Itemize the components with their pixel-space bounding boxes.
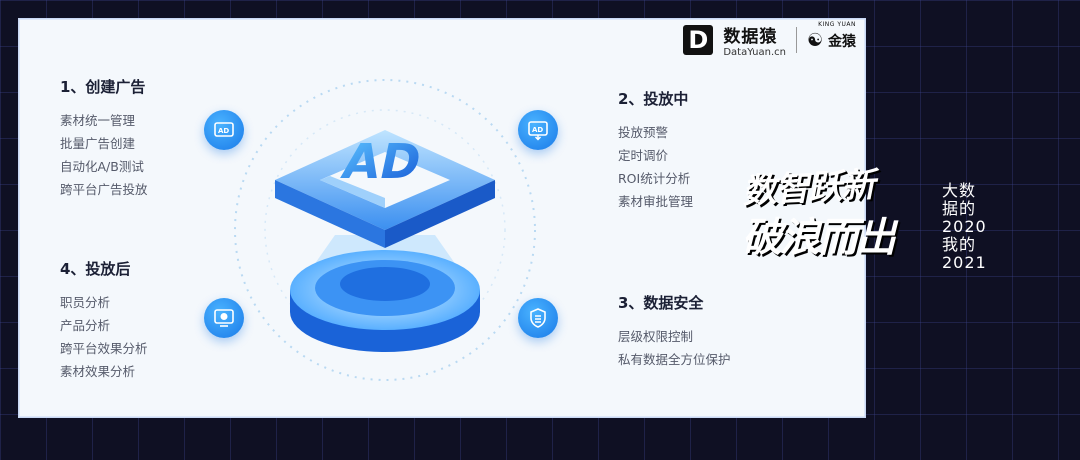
list-item: 层级权限控制 xyxy=(618,325,731,348)
ad-screen-icon: AD xyxy=(213,119,235,141)
promo-line-1: 数智跃新 xyxy=(741,156,895,213)
partner-name-cn: 金猿 xyxy=(828,34,856,50)
list-item: 跨平台效果分析 xyxy=(60,337,148,360)
list-item: 私有数据全方位保护 xyxy=(618,348,731,371)
chart-badge-after xyxy=(204,298,244,338)
list-item: 素材审批管理 xyxy=(618,190,693,213)
section-title: 2、投放中 xyxy=(618,88,693,109)
brand-name-cn: 数据猿 xyxy=(723,22,786,47)
list-item: 素材效果分析 xyxy=(60,360,148,383)
center-illustration: AD xyxy=(200,60,570,400)
ad-download-icon: AD xyxy=(527,119,549,141)
promo-side-line: 大数据的 xyxy=(942,182,987,218)
promo-side-line: 我的 xyxy=(942,236,987,254)
section-title: 3、数据安全 xyxy=(618,292,731,313)
list-item: 产品分析 xyxy=(60,314,148,337)
ad-badge-create: AD xyxy=(204,110,244,150)
list-item: 跨平台广告投放 xyxy=(60,178,148,201)
kingyuan-logo: ☯ 金猿 KING YUAN xyxy=(807,30,856,51)
monkey-icon: ☯ xyxy=(807,30,823,51)
section-security: 3、数据安全 层级权限控制 私有数据全方位保护 xyxy=(618,292,731,371)
pie-chart-screen-icon xyxy=(213,307,235,329)
promo-side-line: 2021 xyxy=(942,254,987,272)
section-running: 2、投放中 投放预警 定时调价 ROI统计分析 素材审批管理 xyxy=(618,88,693,213)
brand-name-en: DataYuan.cn xyxy=(723,47,786,58)
partner-name-en: KING YUAN xyxy=(818,21,856,28)
list-item: ROI统计分析 xyxy=(618,167,693,190)
list-item: 批量广告创建 xyxy=(60,132,148,155)
ad-logo-text: AD xyxy=(337,134,426,189)
svg-text:AD: AD xyxy=(532,126,543,134)
promo-side-line: 2020 xyxy=(942,218,987,236)
list-item: 自动化A/B测试 xyxy=(60,155,148,178)
brand-logo-area: D 数据猿 DataYuan.cn ☯ 金猿 KING YUAN xyxy=(683,22,856,58)
list-item: 职员分析 xyxy=(60,291,148,314)
promo-line-2: 破浪而出 xyxy=(742,205,894,263)
section-title: 1、创建广告 xyxy=(60,76,148,97)
datayuan-logo: 数据猿 DataYuan.cn xyxy=(723,22,786,58)
section-after: 4、投放后 职员分析 产品分析 跨平台效果分析 素材效果分析 xyxy=(60,258,148,383)
list-item: 素材统一管理 xyxy=(60,109,148,132)
promo-side-text: 大数据的 2020 我的 2021 xyxy=(942,182,987,272)
svg-text:AD: AD xyxy=(218,127,229,135)
shield-badge-security xyxy=(518,298,558,338)
datayuan-logo-icon: D xyxy=(683,25,713,55)
list-item: 投放预警 xyxy=(618,121,693,144)
ad-badge-running: AD xyxy=(518,110,558,150)
logo-divider xyxy=(796,27,797,53)
section-create: 1、创建广告 素材统一管理 批量广告创建 自动化A/B测试 跨平台广告投放 xyxy=(60,76,148,201)
promo-slogan: 数智跃新 破浪而出 大数据的 2020 我的 2021 xyxy=(742,160,894,263)
list-item: 定时调价 xyxy=(618,144,693,167)
section-title: 4、投放后 xyxy=(60,258,148,279)
shield-icon xyxy=(527,307,549,329)
